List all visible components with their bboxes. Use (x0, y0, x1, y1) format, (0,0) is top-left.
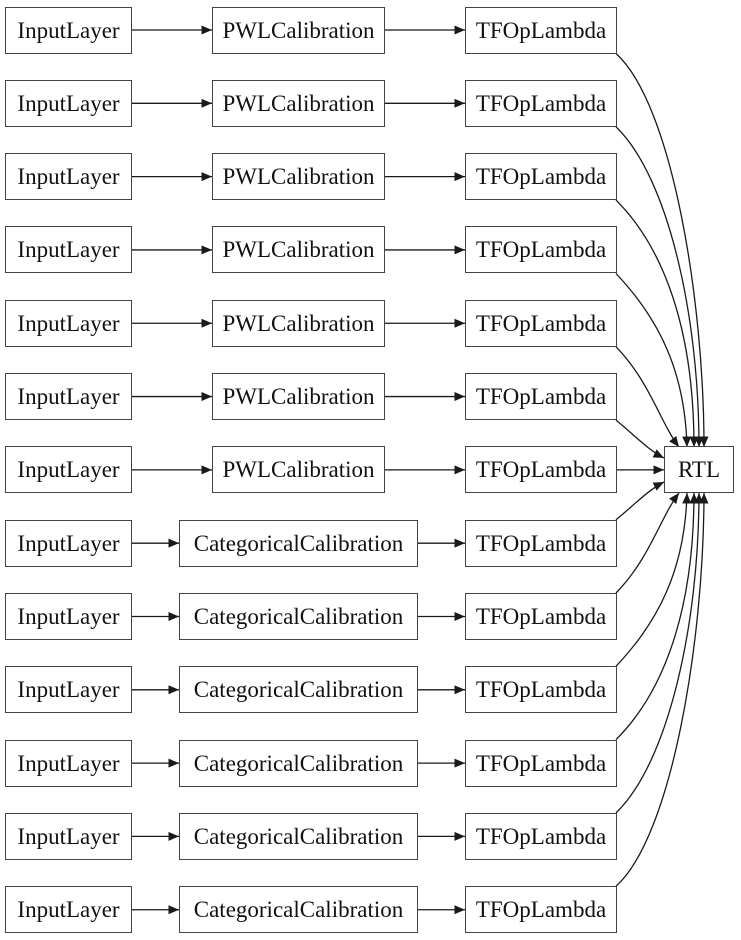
edge-lambda-to-rtl-11 (615, 492, 699, 741)
edge-lambda-to-rtl-8 (615, 481, 665, 521)
input-layer-node-12: InputLayer (5, 812, 132, 860)
tfop-lambda-node-3: TFOpLambda (465, 153, 617, 201)
tfop-lambda-node-13: TFOpLambda (465, 886, 617, 934)
edge-lambda-to-rtl-5 (615, 346, 680, 448)
edge-lambda-to-rtl-2 (615, 126, 704, 448)
input-layer-node-3: InputLayer (5, 153, 132, 201)
tfop-lambda-node-10: TFOpLambda (465, 666, 617, 714)
pwl-calibration-node-2: PWLCalibration (212, 79, 385, 127)
tfop-lambda-node-6: TFOpLambda (465, 373, 617, 421)
categorical-calibration-node-11: CategoricalCalibration (179, 739, 418, 787)
edge-lambda-to-rtl-4 (615, 272, 692, 448)
edge-lambda-to-rtl-1 (615, 53, 709, 448)
edge-lambda-to-rtl-6 (615, 419, 665, 459)
input-layer-node-8: InputLayer (5, 519, 132, 567)
input-layer-node-11: InputLayer (5, 739, 132, 787)
input-layer-node-4: InputLayer (5, 226, 132, 274)
tfop-lambda-node-5: TFOpLambda (465, 299, 617, 347)
pwl-calibration-node-3: PWLCalibration (212, 153, 385, 201)
tfop-lambda-node-12: TFOpLambda (465, 812, 617, 860)
input-layer-node-5: InputLayer (5, 299, 132, 347)
input-layer-node-13: InputLayer (5, 886, 132, 934)
tfop-lambda-node-11: TFOpLambda (465, 739, 617, 787)
categorical-calibration-node-8: CategoricalCalibration (179, 519, 418, 567)
pwl-calibration-node-4: PWLCalibration (212, 226, 385, 274)
tfop-lambda-node-7: TFOpLambda (465, 446, 617, 494)
tfop-lambda-node-9: TFOpLambda (465, 592, 617, 640)
edge-lambda-to-rtl-13 (615, 492, 709, 887)
categorical-calibration-node-9: CategoricalCalibration (179, 592, 418, 640)
pwl-calibration-node-6: PWLCalibration (212, 373, 385, 421)
pwl-calibration-node-1: PWLCalibration (212, 6, 385, 54)
edge-lambda-to-rtl-3 (615, 199, 699, 448)
categorical-calibration-node-13: CategoricalCalibration (179, 886, 418, 934)
tfop-lambda-node-2: TFOpLambda (465, 79, 617, 127)
tfop-lambda-node-4: TFOpLambda (465, 226, 617, 274)
categorical-calibration-node-12: CategoricalCalibration (179, 812, 418, 860)
edge-lambda-to-rtl-12 (615, 492, 704, 814)
edge-lambda-to-rtl-9 (615, 492, 680, 594)
rtl-node: RTL (664, 446, 734, 493)
input-layer-node-7: InputLayer (5, 446, 132, 494)
input-layer-node-2: InputLayer (5, 79, 132, 127)
edge-lambda-to-rtl-10 (615, 492, 692, 667)
input-layer-node-6: InputLayer (5, 373, 132, 421)
tfop-lambda-node-1: TFOpLambda (465, 6, 617, 54)
input-layer-node-1: InputLayer (5, 6, 132, 54)
pwl-calibration-node-7: PWLCalibration (212, 446, 385, 494)
input-layer-node-9: InputLayer (5, 592, 132, 640)
tfop-lambda-node-8: TFOpLambda (465, 519, 617, 567)
input-layer-node-10: InputLayer (5, 666, 132, 714)
pwl-calibration-node-5: PWLCalibration (212, 299, 385, 347)
categorical-calibration-node-10: CategoricalCalibration (179, 666, 418, 714)
